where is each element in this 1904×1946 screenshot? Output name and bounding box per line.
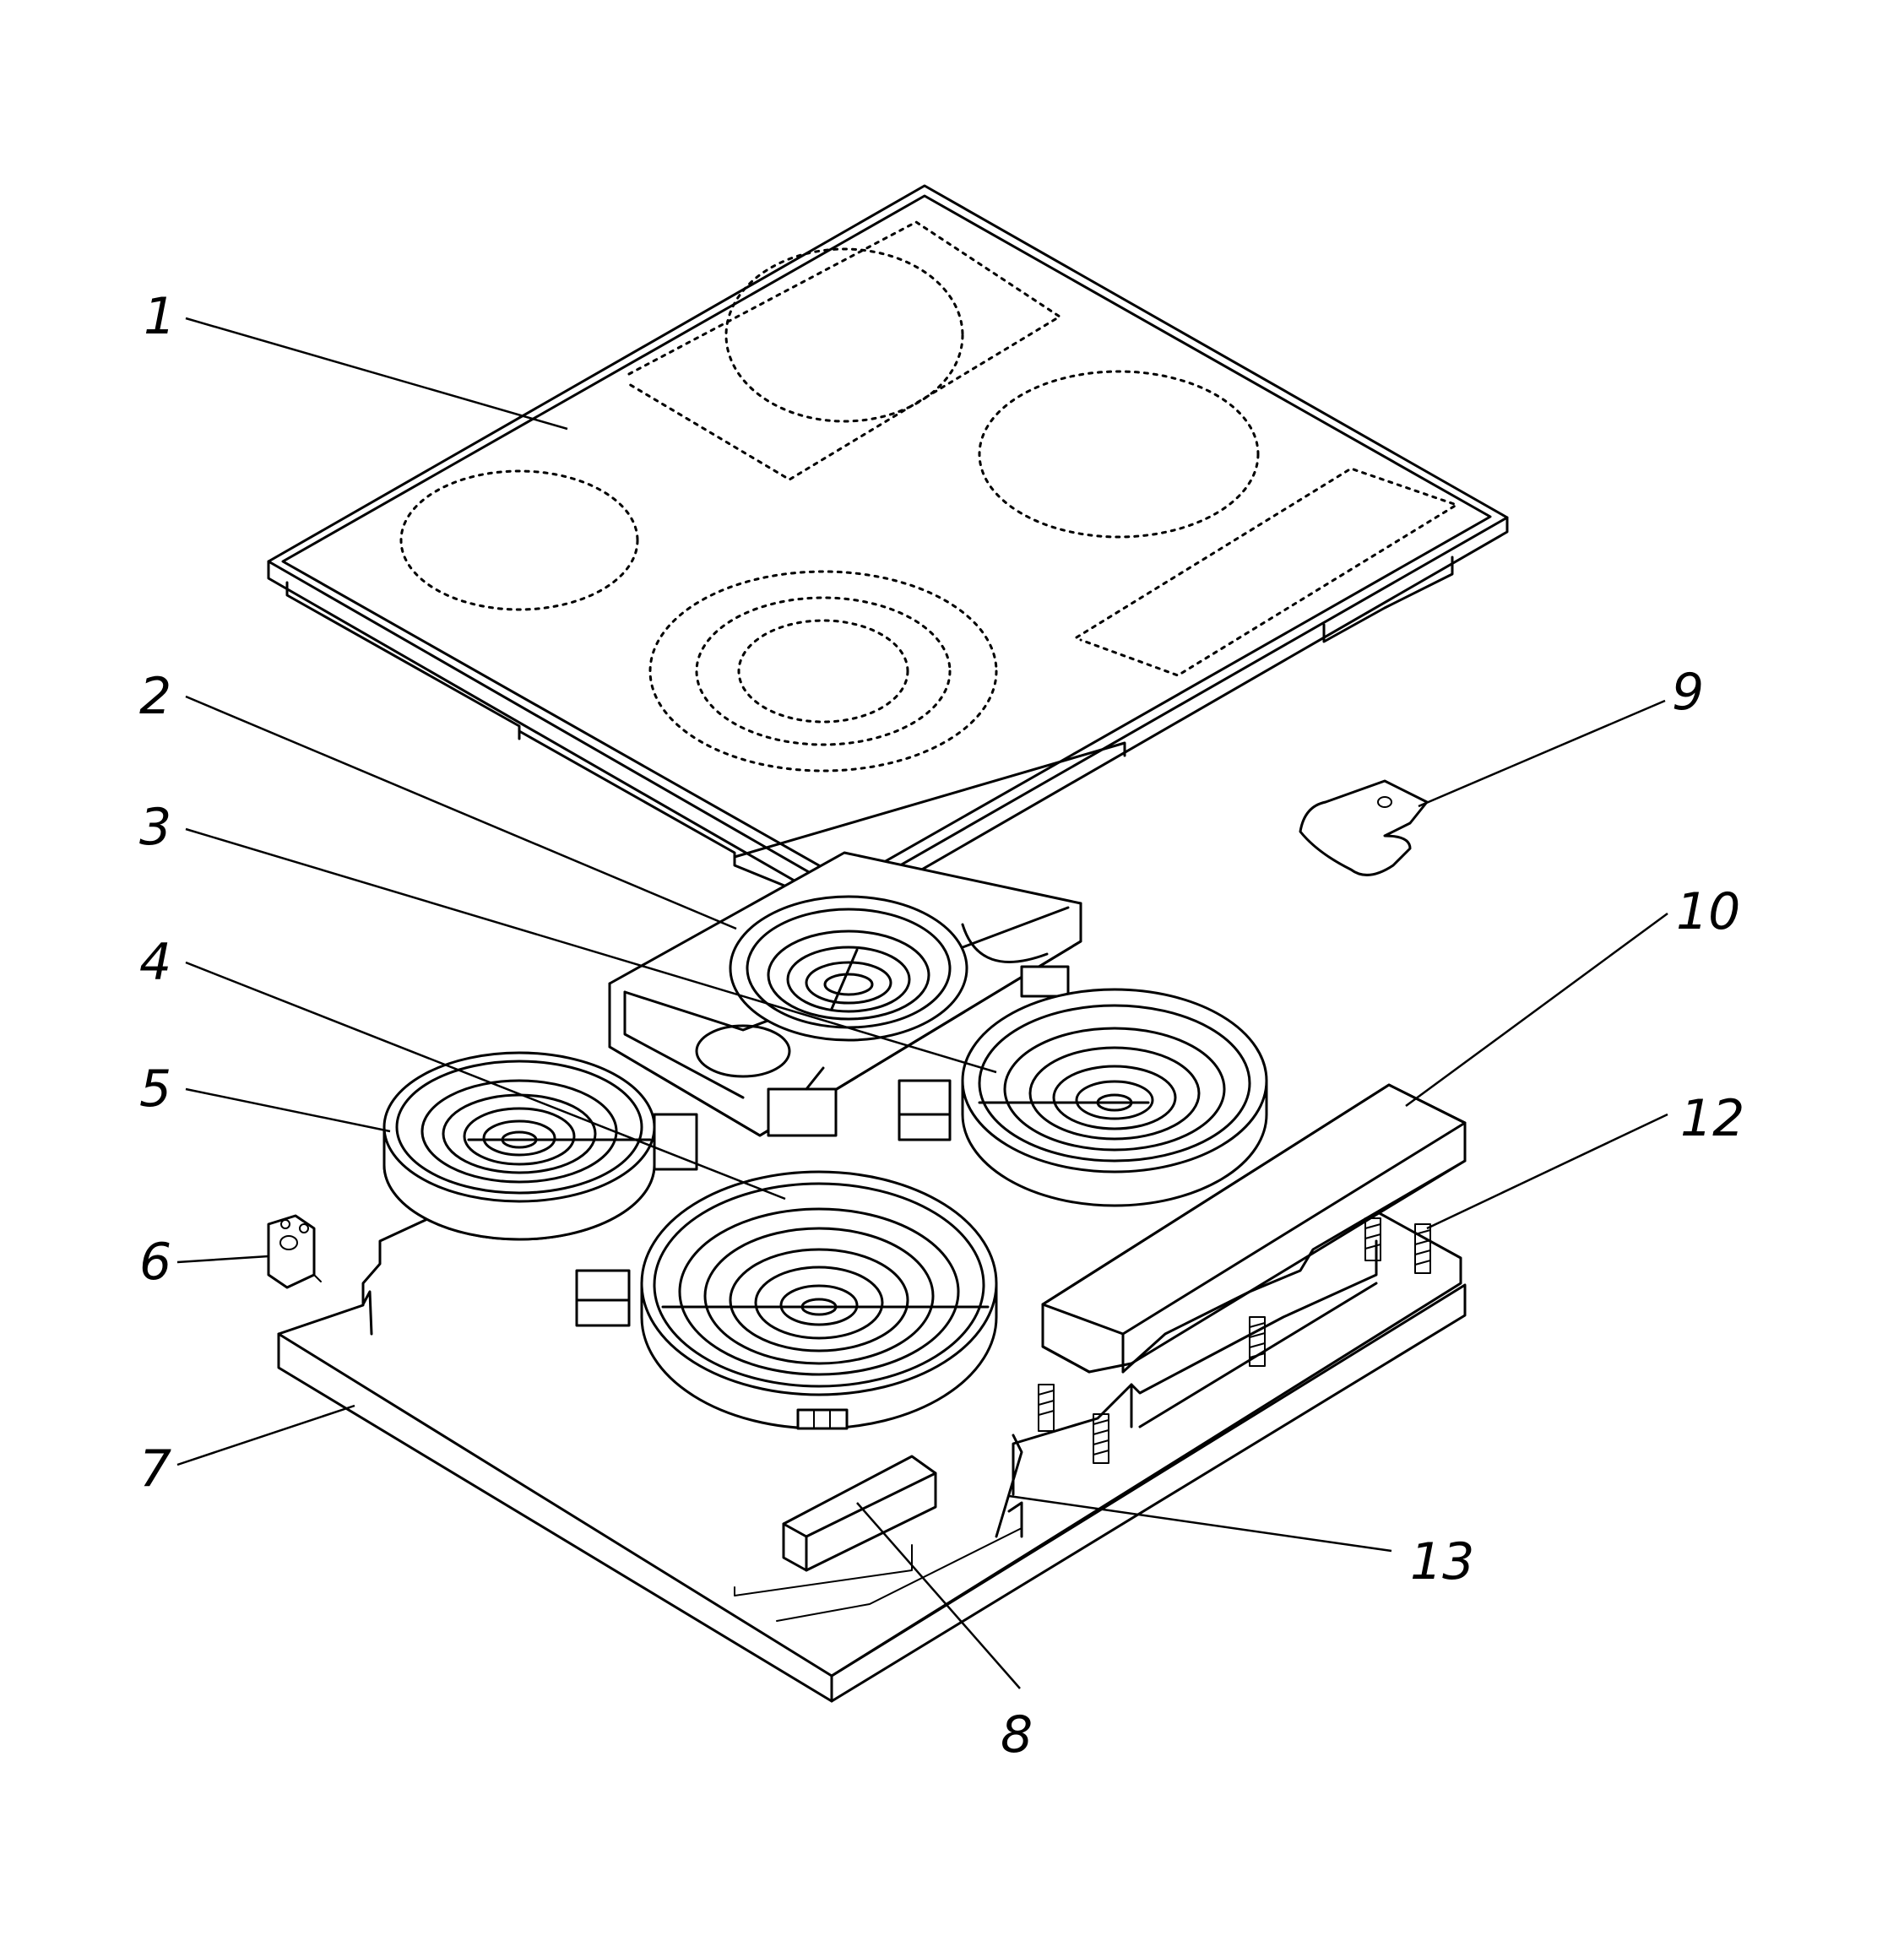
spring-4 [1038, 1384, 1055, 1432]
heater-right [898, 988, 1268, 1207]
label-6: 6 [139, 1233, 171, 1292]
leader-9 [1418, 699, 1666, 808]
label-4: 4 [139, 933, 171, 992]
label-12: 12 [1680, 1089, 1744, 1148]
label-3: 3 [139, 798, 171, 857]
label-1: 1 [144, 287, 176, 346]
label-13: 13 [1410, 1532, 1474, 1591]
spring-3 [1249, 1316, 1266, 1367]
terminal-block [267, 1214, 322, 1289]
label-2: 2 [139, 667, 171, 726]
spring-1 [1364, 1217, 1381, 1261]
label-8: 8 [1001, 1705, 1033, 1764]
leader-5 [185, 1087, 391, 1133]
leader-6 [176, 1255, 269, 1264]
leader-8 [856, 1502, 1021, 1689]
label-5: 5 [139, 1060, 171, 1119]
spring-clip [1299, 779, 1429, 876]
radiant-heater-frame [608, 851, 1082, 1137]
label-9: 9 [1672, 663, 1704, 722]
springs [1038, 1217, 1431, 1464]
leader-1 [185, 317, 568, 431]
leader-10 [1405, 912, 1668, 1108]
leader-7 [176, 1404, 355, 1466]
bracket-rail [1041, 1083, 1467, 1374]
label-7: 7 [139, 1439, 171, 1499]
leader-3 [185, 827, 997, 1074]
leader-2 [185, 695, 737, 930]
spring-5 [1093, 1413, 1109, 1464]
large-heater-front [575, 1170, 998, 1430]
spring-2 [1414, 1223, 1431, 1274]
leader-lines [176, 317, 1668, 1689]
front-block [782, 1455, 937, 1572]
leader-4 [185, 961, 786, 1201]
small-heater-left [382, 1051, 698, 1241]
label-10: 10 [1676, 882, 1740, 941]
part-labels: 1 2 3 4 5 6 7 8 9 10 12 13 [139, 287, 1744, 1764]
leader-12 [1426, 1113, 1668, 1230]
leader-13 [1008, 1494, 1392, 1553]
